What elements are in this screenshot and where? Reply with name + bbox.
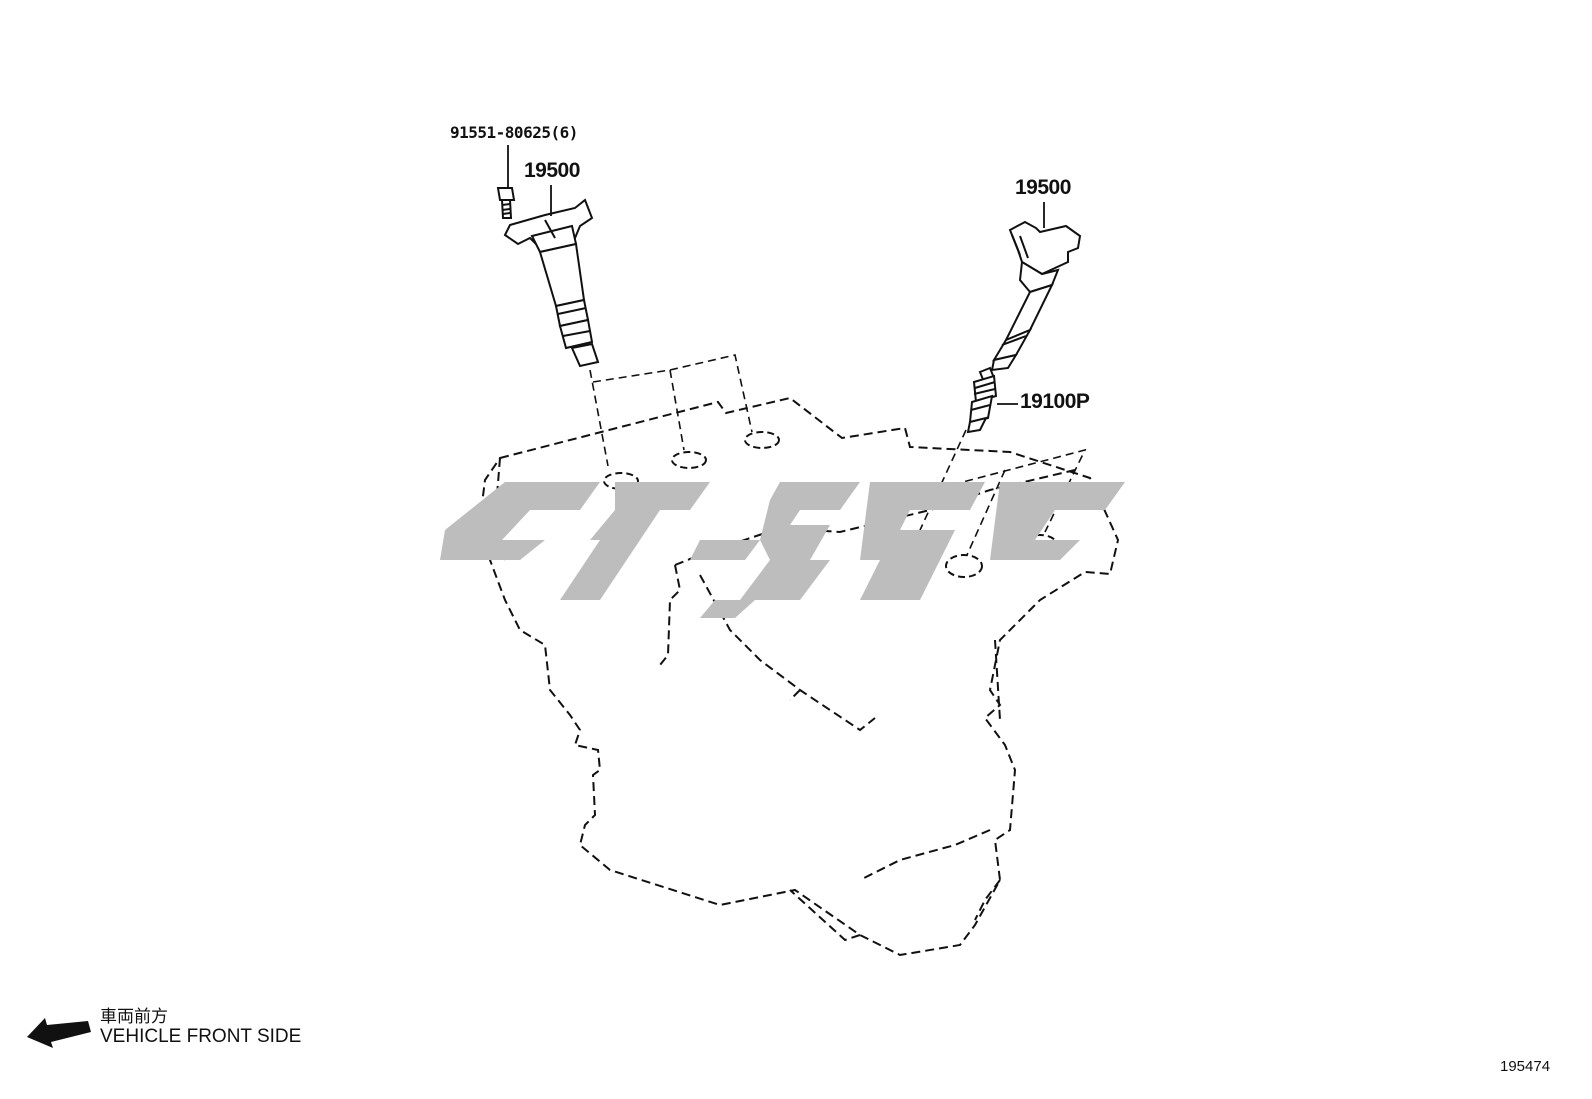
coil-right-part-number: 19500 bbox=[1015, 176, 1071, 199]
coil-left-part-number: 19500 bbox=[524, 159, 580, 182]
spark-plug-part-number: 19100P bbox=[1020, 390, 1090, 413]
leader-solid bbox=[507, 145, 1045, 405]
coil-holes bbox=[603, 431, 1059, 599]
engine-outline bbox=[478, 396, 1120, 957]
figure-id: 195474 bbox=[1500, 1058, 1551, 1075]
arrow-left-down-icon bbox=[27, 1018, 91, 1048]
front-label-en: VEHICLE FRONT SIDE bbox=[100, 1026, 302, 1047]
ignition-coil-left bbox=[503, 198, 600, 368]
spark-plug bbox=[966, 366, 998, 434]
watermark-logo bbox=[440, 482, 1125, 618]
ignition-coil-right bbox=[990, 220, 1082, 372]
front-label-jp: 車両前方 bbox=[100, 1007, 168, 1027]
bolt-part-number: 91551-80625(6) bbox=[450, 123, 578, 142]
bolt bbox=[496, 187, 516, 219]
